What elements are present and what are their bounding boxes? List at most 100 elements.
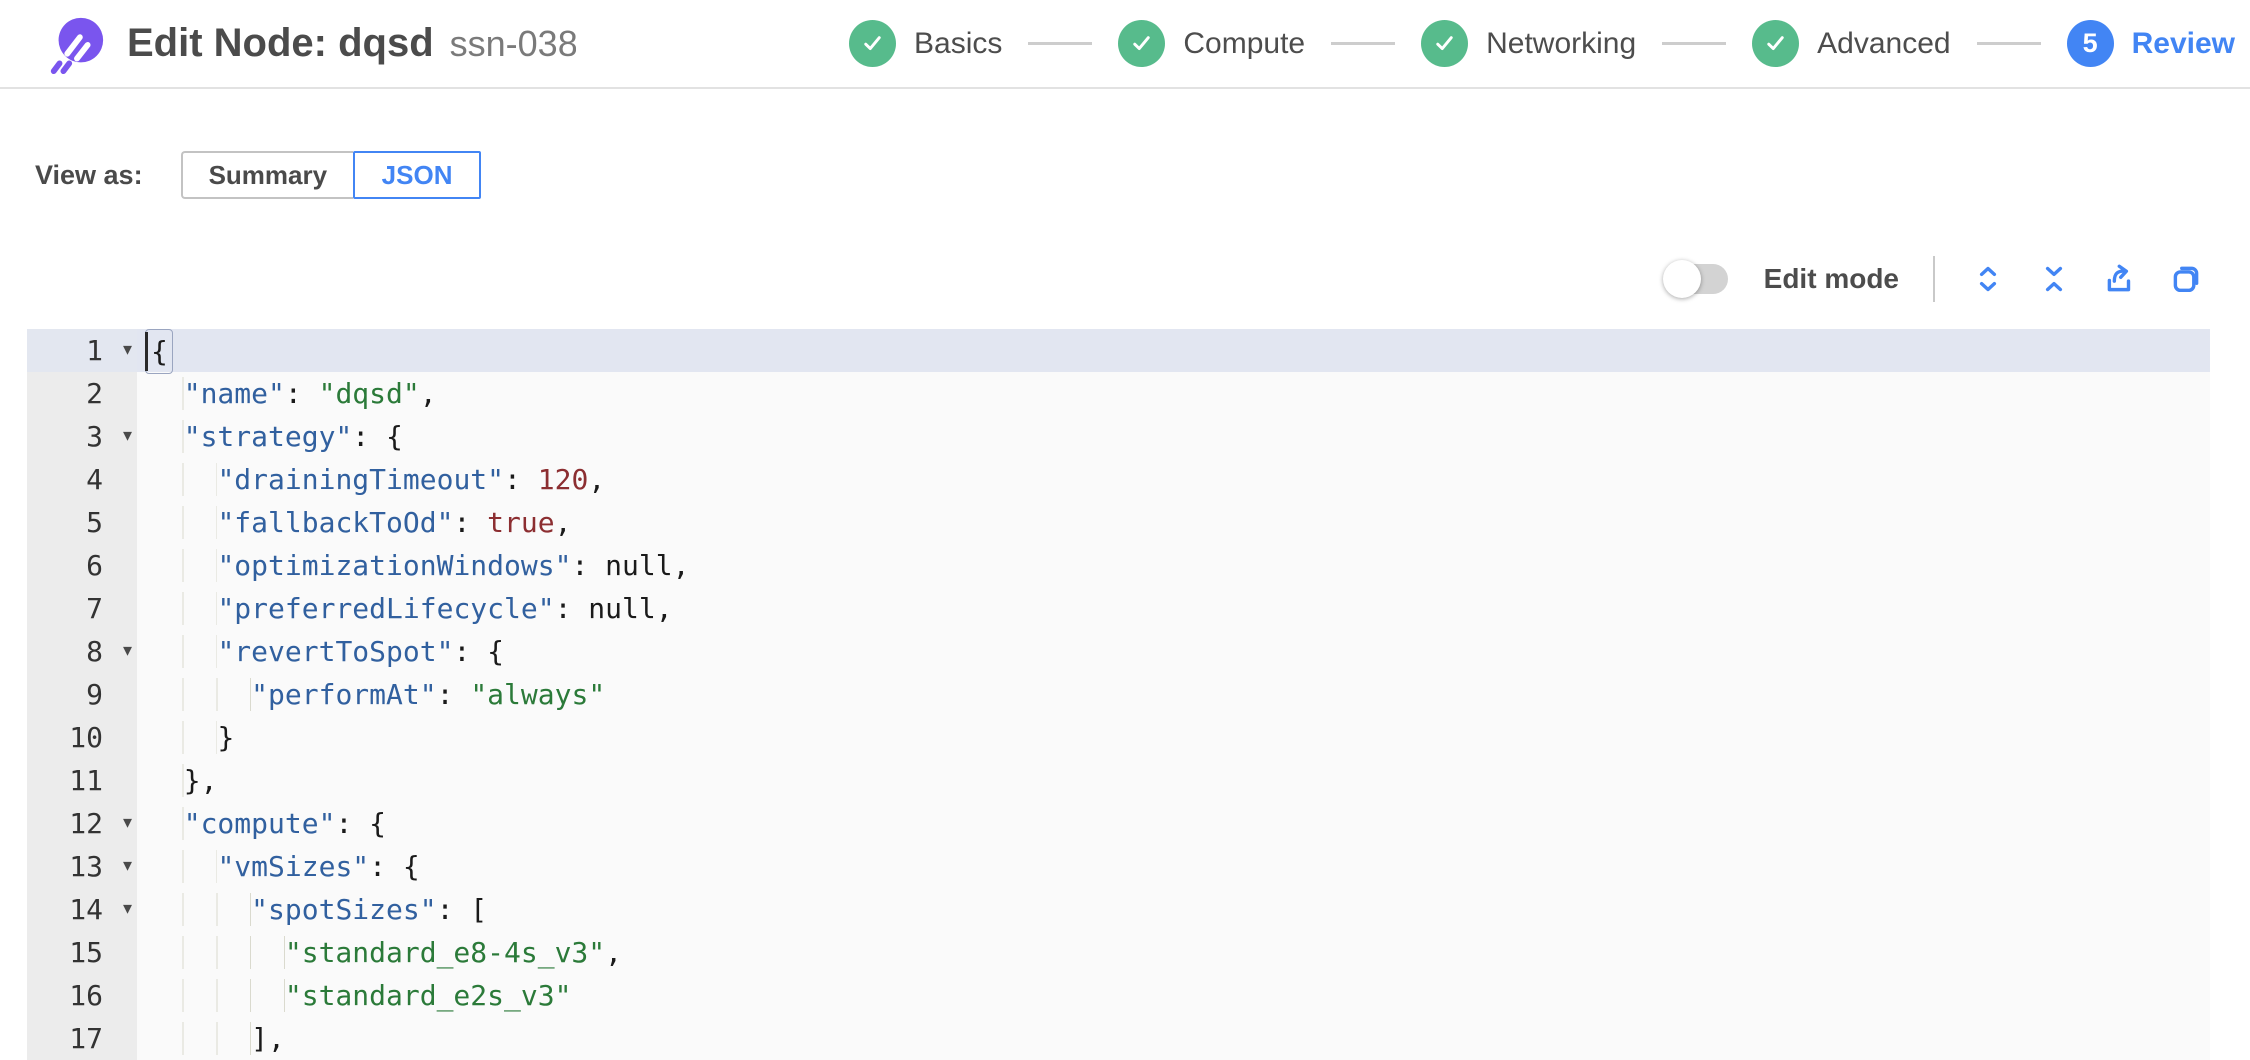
wizard-step-basics[interactable]: Basics	[849, 20, 1002, 67]
toolbar-divider	[1933, 256, 1935, 302]
code-text: }	[137, 716, 2210, 759]
wizard-step-advanced[interactable]: Advanced	[1752, 20, 1951, 67]
step-label: Networking	[1486, 26, 1637, 60]
fold-toggle-icon[interactable]: ▾	[122, 812, 132, 832]
code-text: "preferredLifecycle": null,	[137, 587, 2210, 630]
code-line: 10 }	[27, 716, 2210, 759]
wizard-step-networking[interactable]: Networking	[1421, 20, 1636, 67]
line-number: 13▾	[27, 845, 137, 888]
code-text: "name": "dqsd",	[137, 372, 2210, 415]
line-number: 2	[27, 372, 137, 415]
code-line: 13▾ "vmSizes": {	[27, 845, 2210, 888]
code-line: 15 "standard_e8-4s_v3",	[27, 931, 2210, 974]
code-line: 1▾{	[27, 329, 2210, 374]
line-number: 4	[27, 458, 137, 501]
step-number-badge: 5	[2066, 20, 2114, 67]
code-line: 12▾ "compute": {	[27, 802, 2210, 845]
expand-all-button[interactable]	[1969, 260, 2007, 298]
code-line: 16 "standard_e2s_v3"	[27, 974, 2210, 1017]
line-number: 5	[27, 501, 137, 544]
code-text: "drainingTimeout": 120,	[137, 458, 2210, 501]
toggle-knob	[1662, 260, 1701, 298]
code-text: "fallbackToOd": true,	[137, 501, 2210, 544]
step-connector	[1331, 42, 1396, 45]
code-text: "vmSizes": {	[137, 845, 2210, 888]
step-connector	[1662, 42, 1727, 45]
export-button[interactable]	[2101, 260, 2139, 298]
step-label: Compute	[1183, 26, 1306, 60]
check-icon	[1421, 20, 1469, 67]
code-text: },	[137, 759, 2210, 802]
fold-toggle-icon[interactable]: ▾	[122, 640, 132, 660]
view-as-label: View as:	[35, 159, 143, 190]
line-number: 14▾	[27, 888, 137, 931]
edit-mode-toggle[interactable]	[1662, 260, 1728, 298]
code-text: "revertToSpot": {	[137, 630, 2210, 673]
code-text: ],	[137, 1017, 2210, 1060]
code-text: "standard_e2s_v3"	[137, 974, 2210, 1017]
code-line: 17 ],	[27, 1017, 2210, 1060]
fold-toggle-icon[interactable]: ▾	[122, 855, 132, 875]
summary-button[interactable]: Summary	[180, 151, 354, 199]
code-text: "compute": {	[137, 802, 2210, 845]
code-line: 3▾ "strategy": {	[27, 415, 2210, 458]
expand-all-icon	[1979, 266, 1997, 292]
code-line: 4 "drainingTimeout": 120,	[27, 458, 2210, 501]
code-text: "standard_e8-4s_v3",	[137, 931, 2210, 974]
line-number: 7	[27, 587, 137, 630]
step-label: Basics	[914, 26, 1003, 60]
fold-toggle-icon[interactable]: ▾	[122, 425, 132, 445]
check-icon	[1752, 20, 1800, 67]
code-line: 5 "fallbackToOd": true,	[27, 501, 2210, 544]
step-connector	[1028, 42, 1093, 45]
line-number: 1▾	[27, 329, 137, 372]
line-number: 17	[27, 1017, 137, 1060]
wizard-step-review[interactable]: 5 Review	[2066, 20, 2235, 67]
line-number: 10	[27, 716, 137, 759]
code-text: {	[137, 329, 2210, 374]
copy-button[interactable]	[2167, 260, 2205, 298]
code-line: 6 "optimizationWindows": null,	[27, 544, 2210, 587]
code-line: 2 "name": "dqsd",	[27, 372, 2210, 415]
fold-toggle-icon[interactable]: ▾	[122, 339, 132, 359]
line-number: 8▾	[27, 630, 137, 673]
code-text: "spotSizes": [	[137, 888, 2210, 931]
code-line: 14▾ "spotSizes": [	[27, 888, 2210, 931]
step-label: Advanced	[1817, 26, 1951, 60]
code-text: "optimizationWindows": null,	[137, 544, 2210, 587]
line-number: 9	[27, 673, 137, 716]
export-icon	[2107, 264, 2131, 292]
code-line: 7 "preferredLifecycle": null,	[27, 587, 2210, 630]
wizard-steps: Basics Compute Networking Advanced 5 Review	[849, 20, 2235, 67]
wizard-header: Edit Node: dqsd ssn-038 Basics Compute Net…	[0, 0, 2250, 89]
check-icon	[1118, 20, 1166, 67]
wizard-step-compute[interactable]: Compute	[1118, 20, 1305, 67]
check-icon	[849, 20, 897, 67]
line-number: 11	[27, 759, 137, 802]
node-id: ssn-038	[449, 22, 576, 64]
page-title: Edit Node: dqsd	[127, 21, 434, 65]
view-as-row: View as: Summary JSON	[35, 151, 2250, 199]
collapse-all-icon	[2045, 266, 2063, 292]
collapse-all-button[interactable]	[2035, 260, 2073, 298]
line-number: 3▾	[27, 415, 137, 458]
line-number: 6	[27, 544, 137, 587]
line-number: 15	[27, 931, 137, 974]
code-text: "performAt": "always"	[137, 673, 2210, 716]
line-number: 12▾	[27, 802, 137, 845]
fold-toggle-icon[interactable]: ▾	[122, 898, 132, 918]
view-as-toggle-group: Summary JSON	[180, 151, 482, 199]
code-text: "strategy": {	[137, 415, 2210, 458]
step-connector	[1976, 42, 2041, 45]
code-line: 11 },	[27, 759, 2210, 802]
copy-icon	[2173, 266, 2199, 293]
code-line: 8▾ "revertToSpot": {	[27, 630, 2210, 673]
json-editor[interactable]: 1▾{2 "name": "dqsd",3▾ "strategy": {4 "d…	[27, 329, 2210, 1060]
edit-mode-label: Edit mode	[1763, 263, 1899, 294]
spot-logo-icon	[45, 13, 107, 75]
line-number: 16	[27, 974, 137, 1017]
json-button[interactable]: JSON	[353, 151, 482, 199]
code-line: 9 "performAt": "always"	[27, 673, 2210, 716]
step-label: Review	[2131, 26, 2235, 60]
editor-toolbar: Edit mode	[0, 255, 2205, 303]
